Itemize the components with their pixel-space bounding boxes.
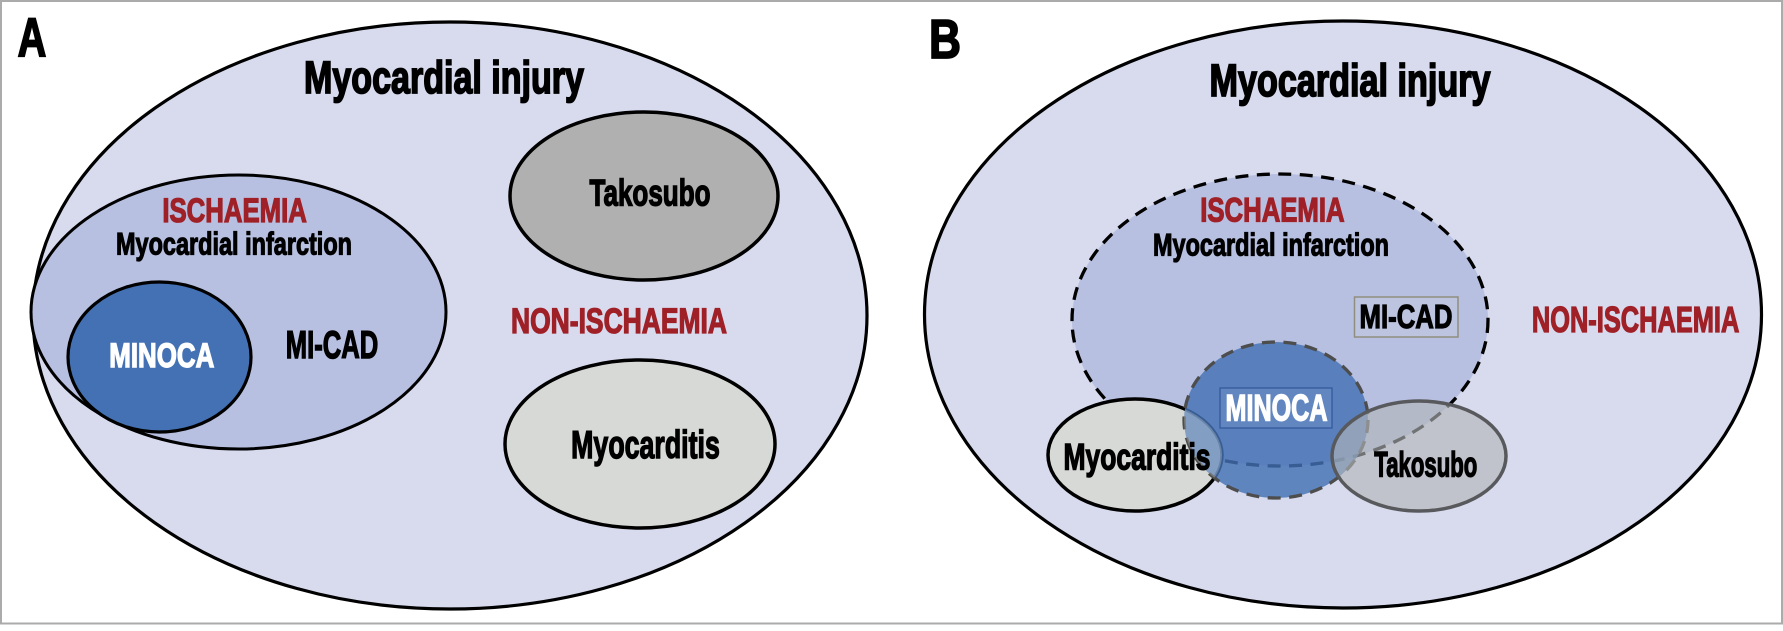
svg-text:NON-ISCHAEMIA: NON-ISCHAEMIA	[511, 302, 727, 341]
svg-text:Myocardial infarction: Myocardial infarction	[116, 227, 352, 262]
svg-text:MINOCA: MINOCA	[1226, 388, 1328, 429]
svg-text:Takosubo: Takosubo	[1374, 446, 1477, 485]
svg-text:MINOCA: MINOCA	[109, 337, 214, 375]
svg-text:Takosubo: Takosubo	[590, 173, 711, 214]
svg-text:NON-ISCHAEMIA: NON-ISCHAEMIA	[1532, 300, 1740, 340]
svg-text:Myocardial injury: Myocardial injury	[304, 52, 585, 103]
svg-text:Myocardial infarction: Myocardial infarction	[1153, 228, 1389, 263]
svg-text:Myocarditis: Myocarditis	[571, 424, 720, 467]
svg-text:Myocarditis: Myocarditis	[1064, 435, 1211, 477]
svg-text:MI-CAD: MI-CAD	[1360, 299, 1453, 336]
svg-text:B: B	[929, 9, 961, 70]
svg-text:Myocardial injury: Myocardial injury	[1210, 55, 1492, 106]
svg-text:ISCHAEMIA: ISCHAEMIA	[1200, 191, 1344, 229]
svg-text:ISCHAEMIA: ISCHAEMIA	[162, 192, 307, 230]
svg-text:A: A	[18, 7, 47, 68]
svg-text:MI-CAD: MI-CAD	[286, 324, 379, 367]
